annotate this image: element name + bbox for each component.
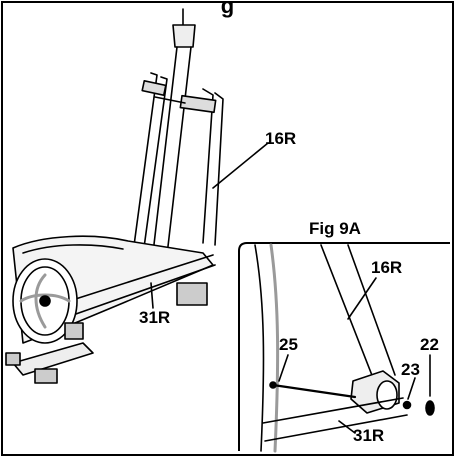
inset-title: Fig 9A [309, 219, 361, 238]
rear-stabilizer [12, 342, 94, 376]
leader-16r-main [212, 142, 269, 189]
bolt-25 [271, 383, 357, 399]
flywheel-spokes [19, 273, 71, 329]
inset-tube-16r [320, 244, 396, 384]
inset-border [238, 242, 450, 451]
inset-rail-31r [262, 397, 408, 442]
label-16r-main: 16R [265, 129, 297, 148]
leader-23 [407, 377, 416, 400]
shroud-line [22, 244, 124, 254]
pedal-rail [62, 254, 216, 316]
elliptical-trainer-drawing [5, 8, 269, 384]
label-25: 25 [279, 335, 298, 354]
leader-25 [278, 354, 289, 382]
washer-23 [402, 400, 412, 410]
flywheel-hub [39, 295, 51, 307]
handle-crossbar [154, 96, 186, 104]
inset-detail-drawing [238, 242, 450, 453]
leader-31r-main [150, 282, 154, 309]
center-post [152, 46, 192, 256]
right-handle-arm [202, 88, 224, 246]
rear-foot [34, 368, 58, 384]
inset-end-cap [376, 380, 398, 410]
left-foot [5, 352, 21, 366]
left-handle-arm [132, 72, 168, 256]
left-handle-grip [141, 80, 167, 96]
label-16r-inset: 16R [371, 258, 403, 277]
label-31r-main: 31R [139, 308, 171, 327]
label-23: 23 [401, 360, 420, 379]
label-31r-inset: 31R [353, 426, 385, 445]
label-22: 22 [420, 335, 439, 354]
top-plate [172, 24, 196, 48]
figure-title-fragment: g [220, 1, 235, 18]
front-foot [176, 282, 208, 306]
pedal-pivot [64, 322, 84, 340]
leader-31r-inset [338, 420, 356, 434]
bolt-25-head [269, 381, 277, 389]
inset-left-post [254, 244, 265, 452]
nut-22 [425, 400, 435, 416]
leader-16r-inset [347, 277, 377, 320]
